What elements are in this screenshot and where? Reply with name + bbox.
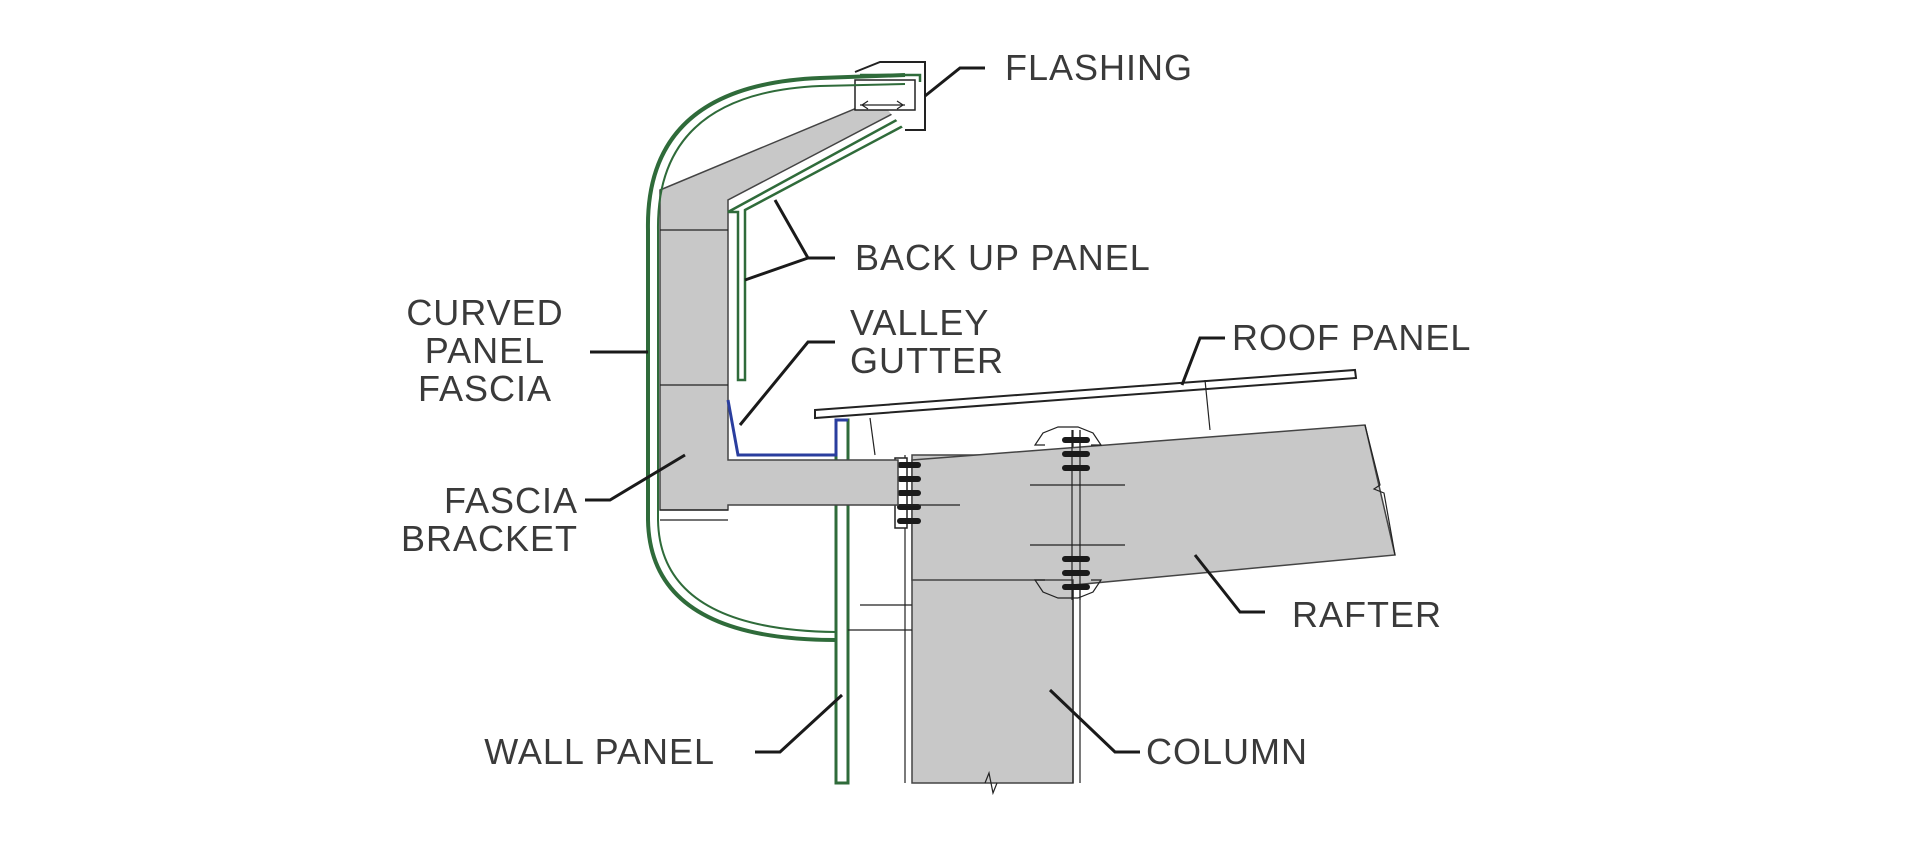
label-back-up-panel: BACK UP PANEL <box>855 237 1151 278</box>
leader-column <box>1048 688 1140 754</box>
curved-panel-fascia <box>645 73 906 642</box>
label-curved-line-1: CURVED <box>406 292 563 333</box>
leader-fascia-bracket <box>585 453 686 502</box>
rafter <box>911 424 1396 600</box>
label-fascia-bracket-line-2: BRACKET <box>401 518 578 559</box>
label-wall-panel: WALL PANEL <box>484 731 715 772</box>
leader-valley-gutter <box>738 340 835 426</box>
label-curved-line-3: FASCIA <box>418 368 552 409</box>
leader-back-up-panel <box>744 199 835 282</box>
rafter-bolts <box>1033 426 1103 599</box>
valley-gutter <box>726 399 848 457</box>
label-rafter: RAFTER <box>1292 594 1442 635</box>
label-roof-panel: ROOF PANEL <box>1232 317 1471 358</box>
leader-roof-panel <box>1180 336 1225 386</box>
label-valley-line-2: GUTTER <box>850 340 1004 381</box>
label-fascia-bracket-line-1: FASCIA <box>444 480 578 521</box>
leader-flashing <box>924 66 985 98</box>
leader-lines <box>585 66 1265 754</box>
label-curved-line-2: PANEL <box>425 330 545 371</box>
leader-wall-panel <box>755 693 844 754</box>
leader-rafter <box>1193 554 1265 614</box>
roof-panel <box>814 368 1358 456</box>
labels: FLASHING BACK UP PANEL CURVED PANEL FASC… <box>401 47 1471 772</box>
label-column: COLUMN <box>1146 731 1308 772</box>
label-flashing: FLASHING <box>1005 47 1193 88</box>
label-valley-line-1: VALLEY <box>850 302 989 343</box>
